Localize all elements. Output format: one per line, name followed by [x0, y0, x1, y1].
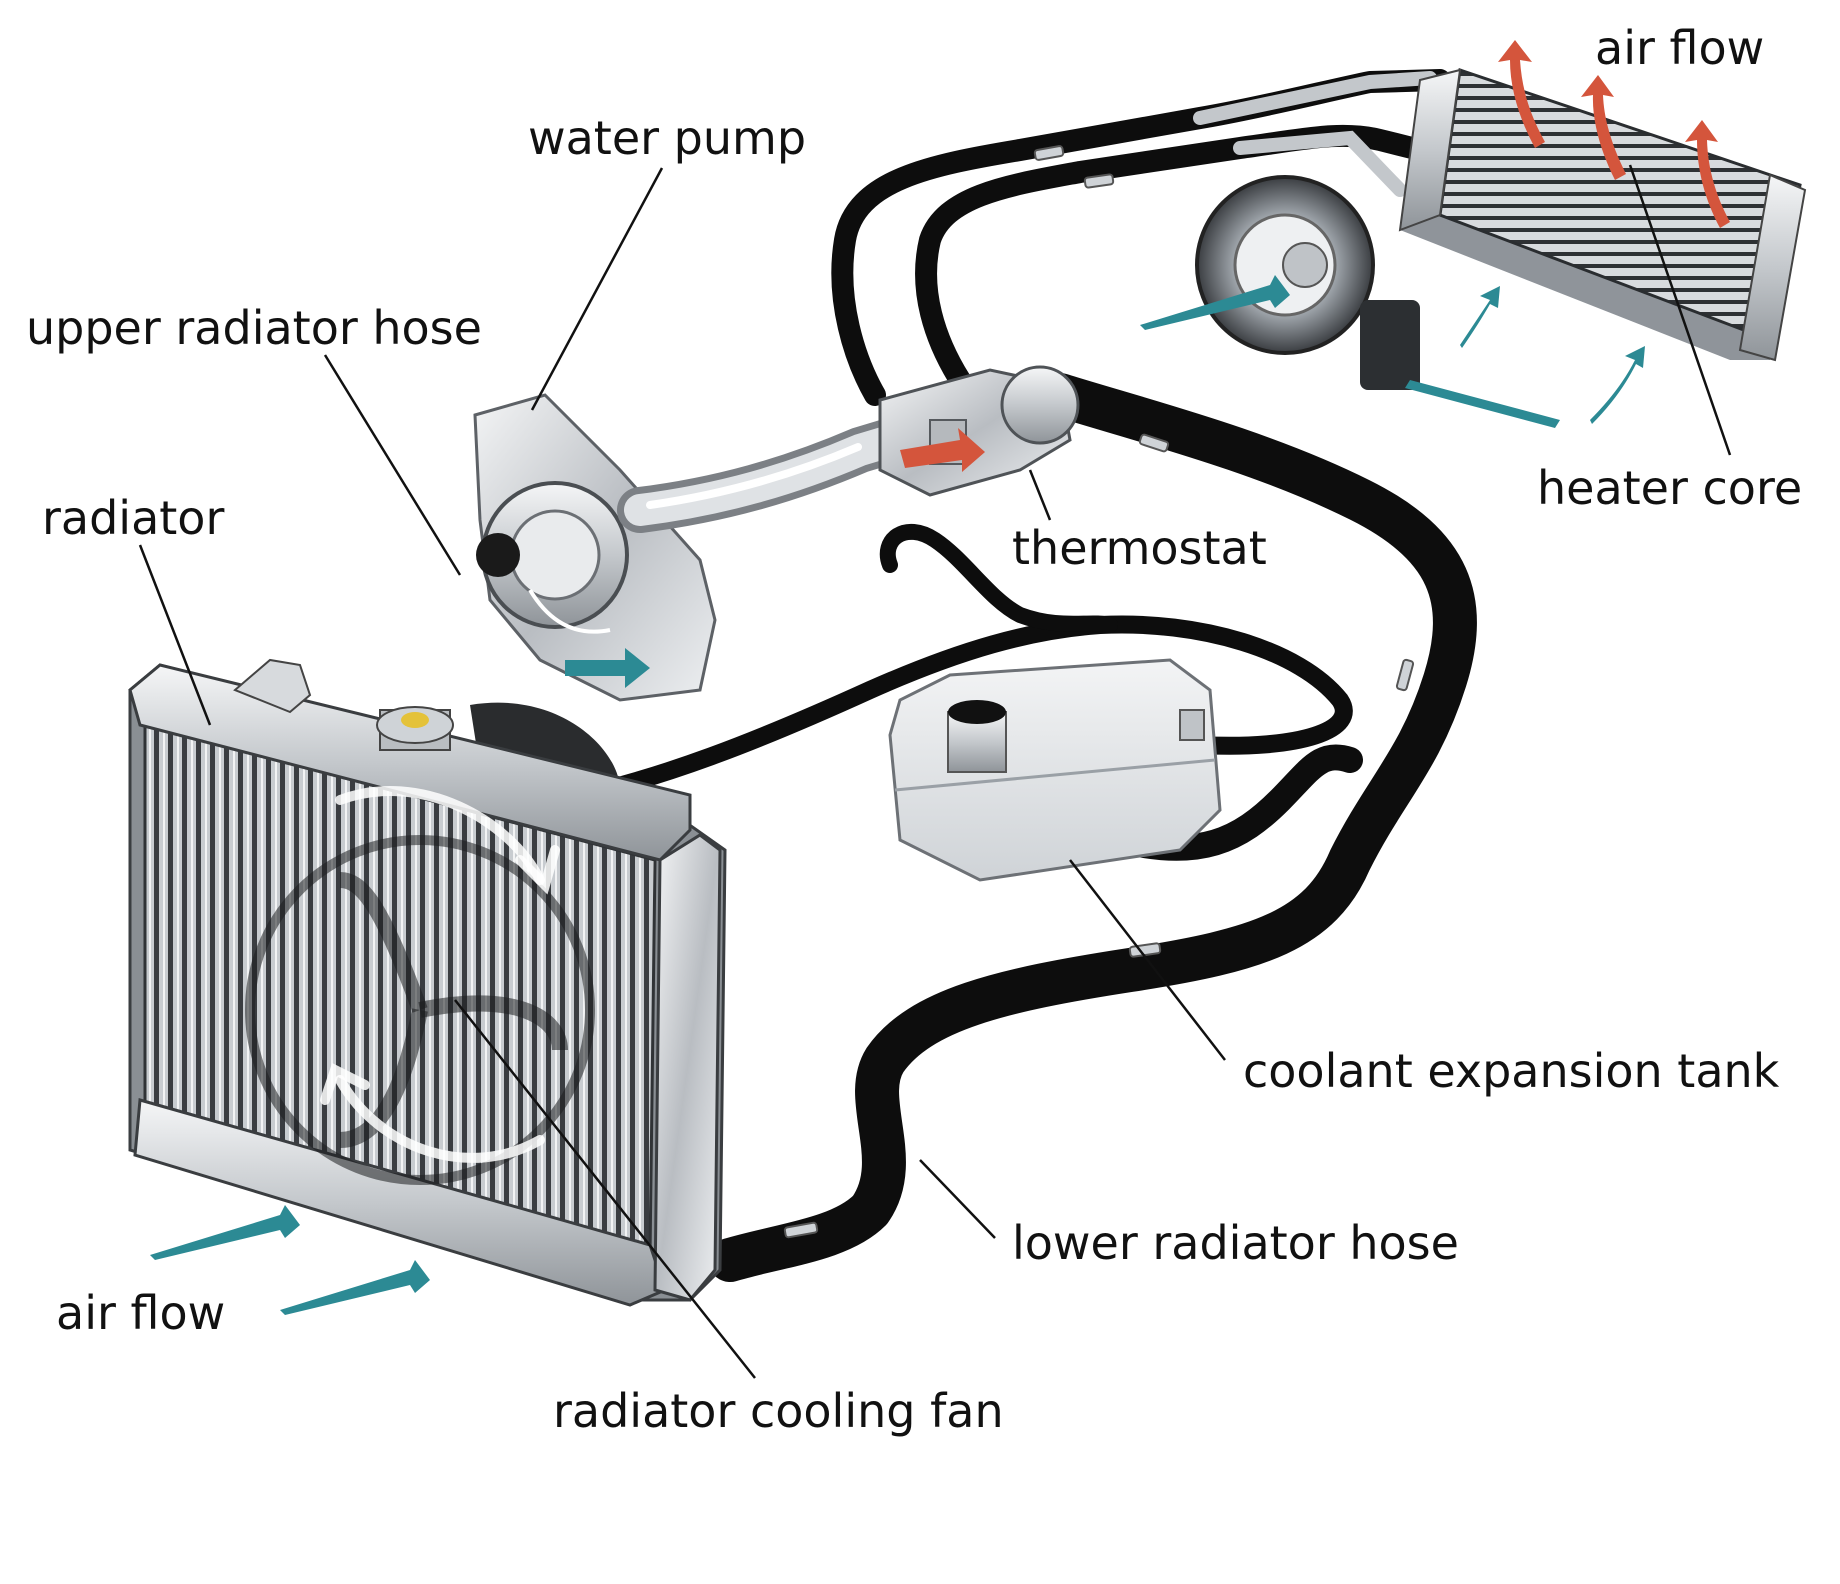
heater-blower	[1195, 175, 1420, 390]
red-arrow-icon	[900, 40, 1730, 472]
label-lower-radiator-hose: lower radiator hose	[1012, 1216, 1459, 1270]
coolant-expansion-tank	[888, 658, 1222, 882]
label-radiator-cooling-fan: radiator cooling fan	[553, 1384, 1004, 1438]
radiator	[128, 658, 727, 1307]
leader-heater-core	[1628, 164, 1732, 456]
leader-lines	[138, 164, 1732, 1379]
label-thermostat: thermostat	[1012, 521, 1267, 575]
leader-upper-radiator-hose	[323, 354, 462, 576]
radiator-cooling-fan	[245, 835, 595, 1185]
label-heater-core: heater core	[1537, 461, 1803, 515]
label-air-flow-bottom: air flow	[56, 1286, 226, 1340]
label-water-pump: water pump	[528, 111, 807, 165]
label-radiator: radiator	[42, 491, 225, 545]
water-pump	[473, 393, 717, 702]
heater-pipes	[1193, 71, 1437, 197]
fan-rotation-arrows	[320, 786, 560, 1163]
thermostat-housing	[878, 365, 1080, 497]
hose-clamps	[783, 145, 1415, 1239]
leader-coolant-expansion-tank	[1069, 859, 1226, 1061]
leader-lower-radiator-hose	[919, 1159, 996, 1239]
label-air-flow-top: air flow	[1595, 21, 1765, 75]
leader-radiator	[138, 544, 212, 726]
upper-pipe	[617, 397, 983, 533]
label-coolant-expansion-tank: coolant expansion tank	[1243, 1044, 1780, 1098]
label-upper-radiator-hose: upper radiator hose	[26, 301, 482, 355]
leader-water-pump	[530, 167, 664, 411]
main-hoses	[551, 373, 1477, 1282]
leader-radiator-cooling-fan	[454, 999, 756, 1379]
leader-thermostat	[1028, 469, 1052, 521]
teal-arrow-icon	[150, 275, 1645, 1315]
heater-core	[1398, 67, 1807, 362]
